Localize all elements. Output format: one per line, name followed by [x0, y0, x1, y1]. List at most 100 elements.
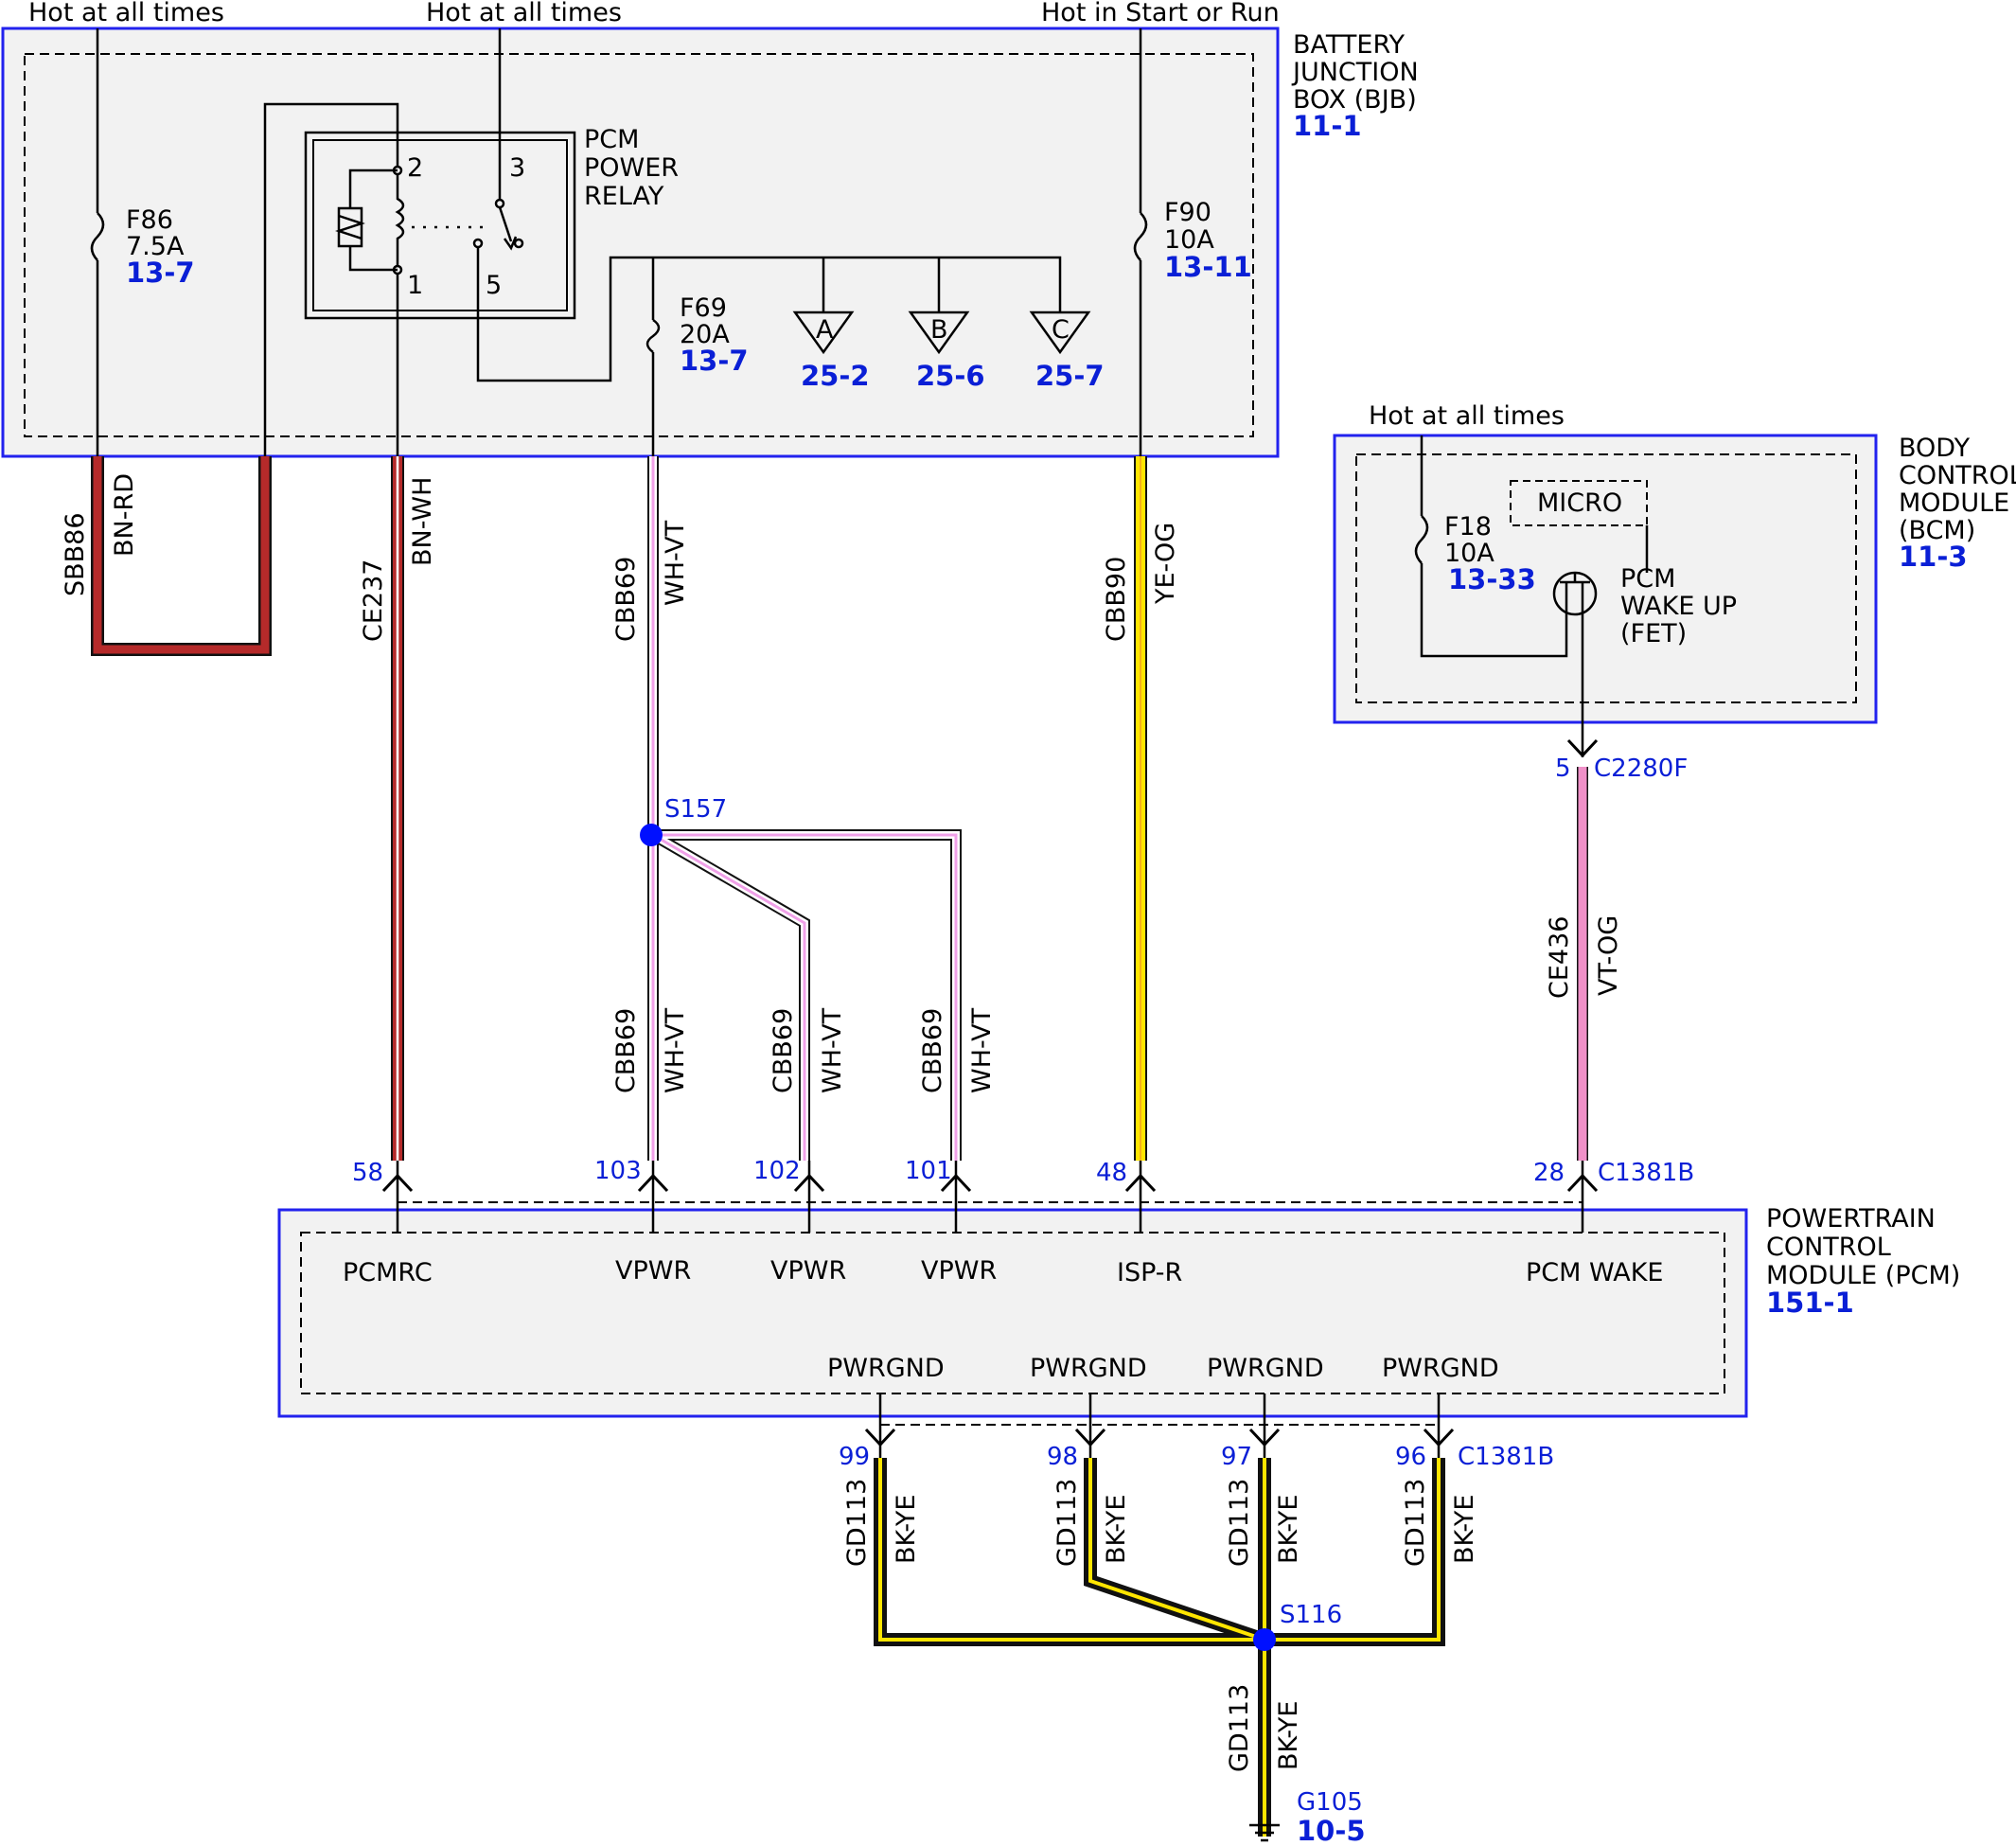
fuse-f86-icon[interactable]: [90, 212, 105, 261]
fuse-f69-icon[interactable]: [645, 318, 661, 353]
connector-a-ref[interactable]: 25-2: [801, 360, 870, 392]
bcm-ref[interactable]: 11-3: [1899, 541, 1968, 573]
wire-ce237-color: BN-WH: [408, 477, 437, 566]
wire-cbb90-circuit: CBB90: [1102, 557, 1131, 642]
fuse-f69-ref[interactable]: 13-7: [680, 345, 749, 377]
splice-s116[interactable]: S116: [1280, 1601, 1342, 1629]
wire-cbb90-color: YE-OG: [1151, 523, 1180, 605]
source-hot-at-all-times-2: Hot at all times: [426, 0, 622, 27]
connector-c-ref[interactable]: 25-7: [1035, 360, 1105, 392]
fuse-f90-ref[interactable]: 13-11: [1164, 251, 1252, 283]
pcm-pin-58: 58: [352, 1159, 383, 1187]
pcm-ground-1: PWRGND: [827, 1354, 945, 1383]
wire-gd113-a-color: BK-YE: [892, 1495, 921, 1565]
fet-icon: [1552, 571, 1598, 616]
connector-a-letter: A: [816, 315, 834, 345]
wire-cbb69-branches[interactable]: [647, 829, 962, 1161]
connector-c1381b-top[interactable]: C1381B: [1598, 1159, 1694, 1187]
fuse-f18-id: F18: [1444, 512, 1492, 541]
bjb-name-line1: BATTERY: [1293, 30, 1406, 60]
bjb-name-line2: JUNCTION: [1291, 58, 1419, 87]
splice-s116-icon[interactable]: [1253, 1628, 1276, 1651]
ground-ref[interactable]: 10-5: [1297, 1815, 1366, 1846]
wire-gd113-e-color: BK-YE: [1274, 1701, 1303, 1771]
fuse-f86-ref[interactable]: 13-7: [126, 257, 195, 289]
bjb-ref[interactable]: 11-1: [1293, 110, 1362, 142]
micro-block: [1510, 480, 1648, 526]
bcm-name-line1: BODY: [1899, 434, 1971, 463]
connector-c2280f-icon[interactable]: [1566, 738, 1599, 758]
wire-gd113-d-color: BK-YE: [1450, 1495, 1479, 1565]
fuse-f90-id: F90: [1164, 198, 1211, 227]
bcm-name-line2: CONTROL: [1899, 461, 2016, 490]
pcm-pin-101: 101: [905, 1157, 952, 1185]
connector-c2280f[interactable]: C2280F: [1594, 754, 1688, 783]
fuse-f86-id: F86: [126, 205, 173, 235]
fuse-f18-ref[interactable]: 13-33: [1448, 563, 1536, 595]
splice-s157[interactable]: S157: [664, 795, 727, 824]
relay-name-line1: PCM: [584, 125, 639, 154]
fuse-f18-icon[interactable]: [1414, 515, 1429, 564]
connector-b-icon[interactable]: [908, 311, 970, 355]
pcm-pin-97: 97: [1221, 1443, 1252, 1471]
wire-cbb69-a-color: WH-VT: [661, 1007, 690, 1093]
wire-cbb69-c-color: WH-VT: [967, 1007, 997, 1093]
pcm-pin-48: 48: [1096, 1159, 1127, 1187]
wire-sbb86[interactable]: [91, 456, 272, 656]
pcm-pin-98: 98: [1047, 1443, 1078, 1471]
splice-s157-icon[interactable]: [640, 824, 663, 846]
wire-cbb69-top-circuit: CBB69: [611, 557, 641, 642]
wire-gd113-a-circuit: GD113: [842, 1479, 872, 1567]
bcm-internal-wires: [1420, 435, 1649, 757]
pcm-signal-isp-r: ISP-R: [1117, 1258, 1182, 1287]
relay-name-line2: POWER: [584, 153, 679, 183]
relay-pin-5: 5: [486, 271, 502, 300]
bcm-pin-5: 5: [1555, 754, 1571, 783]
wire-cbb69-c-circuit: CBB69: [918, 1008, 947, 1093]
bjb-module: [1, 27, 1280, 458]
connector-b-ref[interactable]: 25-6: [916, 360, 985, 392]
relay-pin-3: 3: [509, 153, 525, 183]
wire-gd113-b-circuit: GD113: [1052, 1479, 1082, 1567]
pcm-ref[interactable]: 151-1: [1766, 1287, 1854, 1319]
connector-c-icon[interactable]: [1029, 311, 1091, 355]
pcm-top-connector-chevrons[interactable]: [381, 1173, 1599, 1193]
pcm-name-line2: CONTROL: [1766, 1233, 1891, 1262]
wire-cbb69-top-color: WH-VT: [661, 520, 690, 606]
wire-gd113-c-color: BK-YE: [1274, 1495, 1303, 1565]
pcm-signal-pcm-wake: PCM WAKE: [1526, 1258, 1663, 1287]
bcm-module: [1333, 434, 1878, 724]
fuse-f90-rating: 10A: [1164, 225, 1214, 255]
fuse-f90-icon[interactable]: [1133, 212, 1148, 261]
connector-c1381b-bottom[interactable]: C1381B: [1458, 1443, 1554, 1471]
wire-ce237-circuit: CE237: [359, 559, 388, 642]
fuse-f86-rating: 7.5A: [126, 232, 185, 261]
pcm-pin-102: 102: [753, 1157, 801, 1185]
pcm-bottom-connector-chevrons[interactable]: [864, 1428, 1455, 1447]
relay-switch-icon: [472, 198, 524, 251]
wire-gd113-group[interactable]: [874, 1458, 1445, 1837]
pcm-signal-vpwr-2: VPWR: [770, 1256, 846, 1286]
ground-g105[interactable]: G105: [1297, 1788, 1363, 1817]
pcm-signal-pcmrc: PCMRC: [343, 1258, 433, 1287]
fet-label-line1: PCM: [1620, 564, 1675, 594]
fet-label-line3: (FET): [1620, 619, 1687, 648]
bcm-name-line4: (BCM): [1899, 516, 1975, 545]
connector-a-icon[interactable]: [792, 311, 855, 355]
relay-pin-1: 1: [407, 271, 423, 300]
ground-icon: [1249, 1823, 1280, 1842]
fuse-f69-id: F69: [680, 293, 727, 323]
pcm-pin-99: 99: [839, 1443, 870, 1471]
source-hot-in-start-run: Hot in Start or Run: [1041, 0, 1280, 27]
wire-gd113-c-circuit: GD113: [1225, 1479, 1254, 1567]
pcm-signal-vpwr-1: VPWR: [615, 1256, 691, 1286]
connector-b-letter: B: [930, 315, 948, 345]
wire-sbb86-circuit: SBB86: [61, 512, 90, 596]
fuse-f18-rating: 10A: [1444, 539, 1494, 568]
pcm-module: [277, 1208, 1748, 1418]
source-hot-at-all-times-bcm: Hot at all times: [1369, 401, 1565, 431]
wire-cbb69-a-circuit: CBB69: [611, 1008, 641, 1093]
pcm-ground-3: PWRGND: [1207, 1354, 1324, 1383]
relay-pin-2: 2: [407, 153, 423, 183]
